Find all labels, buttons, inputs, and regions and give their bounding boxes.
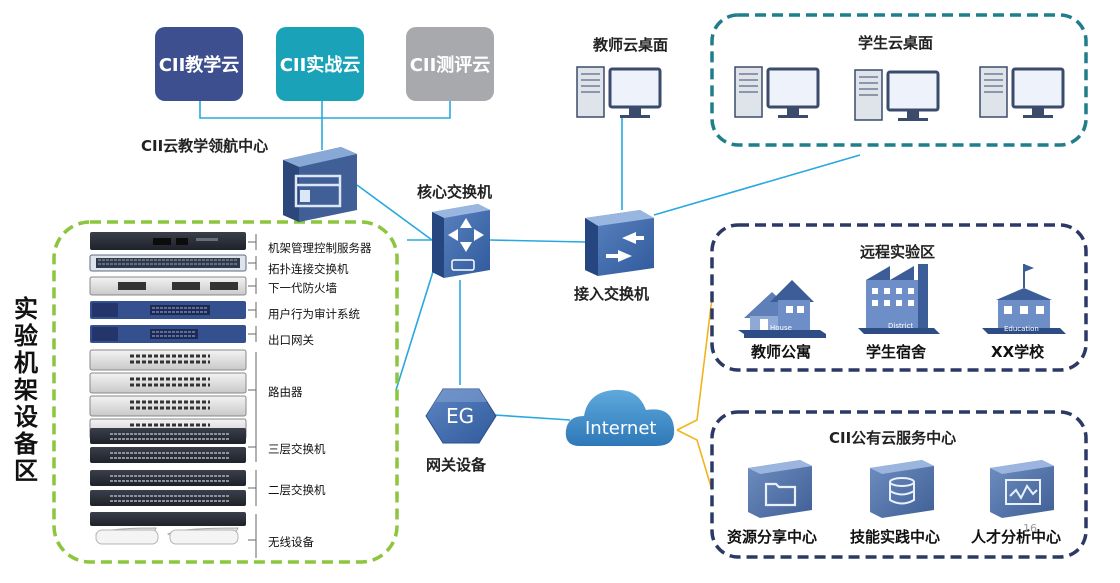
resource-share-label: 资源分享中心 <box>727 528 818 546</box>
rack-wireless <box>90 512 246 545</box>
rack-label-firewall: 下一代防火墙 <box>268 281 337 295</box>
student-dorm-label: 学生宿舍 <box>866 343 927 361</box>
rack-audit-system <box>90 301 246 319</box>
access-switch-label: 接入交换机 <box>574 285 650 303</box>
student-desktop-border <box>710 13 1088 147</box>
internet-to-cloud-line <box>676 429 713 491</box>
remote-lab-border <box>710 223 1088 372</box>
teaching-cloud-button[interactable]: CII教学云 <box>155 27 243 101</box>
rack-devices <box>89 232 247 545</box>
public-cloud-icons <box>748 460 1054 518</box>
rack-exit-gateway <box>90 325 246 343</box>
rack-label-exit-gateway: 出口网关 <box>268 333 314 347</box>
rack-topology-switch <box>89 254 247 272</box>
remote-lab-title: 远程实验区 <box>860 243 936 261</box>
rack-zone-title: 实验机架设备区 <box>14 295 38 485</box>
rack-label-l2-switch: 二层交换机 <box>268 483 326 497</box>
teacher-desktop-label: 教师云桌面 <box>593 36 669 54</box>
student-desktop-line <box>653 154 861 216</box>
internet-to-remote-line <box>676 297 713 431</box>
district-icon <box>858 264 940 334</box>
student-desktop-title: 学生云桌面 <box>858 34 934 52</box>
yellow-lines <box>676 297 713 491</box>
rack-label-control-server: 机架管理控制服务器 <box>268 241 372 255</box>
remote-lab-icons <box>738 264 1066 338</box>
nav-center-server-icon <box>283 147 357 222</box>
teacher-desktop-computer-icon <box>576 66 662 118</box>
core-switch-icon <box>432 204 490 278</box>
rack-l2-switches <box>90 470 246 506</box>
rack-label-brackets <box>248 234 257 558</box>
rack-l3-switches <box>90 428 246 463</box>
rack-control-server <box>90 232 246 250</box>
public-cloud-title: CII公有云服务中心 <box>829 429 957 447</box>
rack-label-wireless: 无线设备 <box>268 535 314 549</box>
combat-cloud-button[interactable]: CII实战云 <box>276 27 364 101</box>
public-cloud-border <box>710 410 1088 559</box>
internet-cloud-icon <box>565 389 675 446</box>
rack-firewall <box>89 276 247 296</box>
rack-zone-border <box>52 220 399 564</box>
access-switch-icon <box>585 210 654 276</box>
gateway-to-internet-line <box>493 414 571 421</box>
connection-lines <box>199 100 861 421</box>
district-tag: District <box>888 322 914 330</box>
skill-practice-label: 技能实践中心 <box>850 528 941 546</box>
rack-label-l3-switch: 三层交换机 <box>268 442 326 456</box>
internet-label: Internet <box>585 418 657 439</box>
rack-to-core-line <box>395 261 437 391</box>
school-icon <box>982 264 1066 334</box>
database-icon <box>870 460 934 518</box>
house-icon <box>738 280 826 338</box>
page-number: 16 <box>1023 522 1037 535</box>
rack-label-topology-switch: 拓扑连接交换机 <box>268 262 349 276</box>
nav-center-label: CII云教学领航中心 <box>141 137 269 155</box>
education-tag: Education <box>1004 325 1039 333</box>
rack-label-router: 路由器 <box>268 385 303 399</box>
house-tag: House <box>770 324 792 332</box>
nav-to-core-line <box>356 184 433 241</box>
school-label: XX学校 <box>991 343 1045 361</box>
gateway-label: 网关设备 <box>426 456 487 474</box>
core-switch-label: 核心交换机 <box>417 183 493 201</box>
gateway-badge: EG <box>446 404 475 428</box>
talent-analysis-label: 人才分析中心 <box>971 528 1062 546</box>
rack-routers <box>89 349 247 440</box>
eval-cloud-button[interactable]: CII测评云 <box>406 27 494 101</box>
cloud-bus-line <box>199 100 451 119</box>
analytics-icon <box>990 460 1054 518</box>
core-to-access-line <box>489 239 586 243</box>
folder-icon <box>748 460 812 518</box>
gateway-hexagon-icon <box>425 388 497 444</box>
teacher-apartment-label: 教师公寓 <box>751 343 812 361</box>
rack-label-audit: 用户行为审计系统 <box>268 307 360 321</box>
student-desktop-computers <box>734 66 1065 121</box>
